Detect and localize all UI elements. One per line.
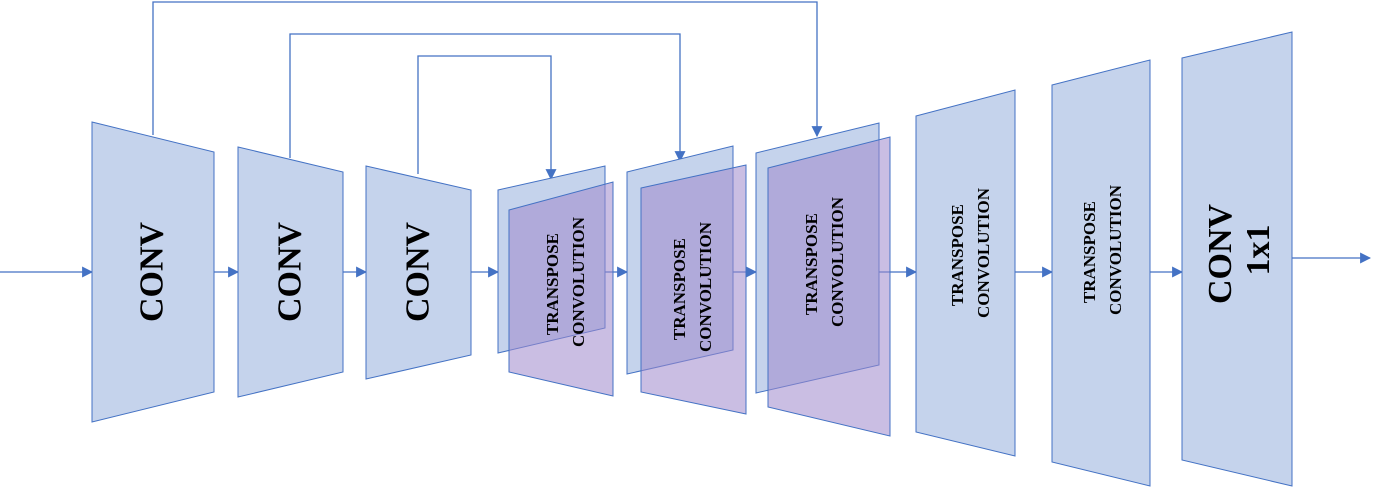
conv-block-1: CONV <box>91 121 215 423</box>
transpose-conv-block-5-label: TRANSPOSE CONVOLUTION <box>1080 184 1125 315</box>
transpose-conv-block-2-label-line2: CONVOLUTION <box>696 221 715 352</box>
transpose-conv-block-2: TRANSPOSE CONVOLUTION <box>626 145 747 415</box>
transpose-conv-block-4-label-line1: TRANSPOSE <box>948 204 967 306</box>
transpose-conv-block-5-label-line1: TRANSPOSE <box>1080 201 1099 303</box>
conv-1x1-block-label-line2: 1x1 <box>1240 225 1277 276</box>
concat-overlay-1 <box>508 181 614 397</box>
transpose-conv-block-2-label-line1: TRANSPOSE <box>670 238 689 340</box>
transpose-conv-block-3: TRANSPOSE CONVOLUTION <box>755 122 891 437</box>
transpose-conv-block-5-label-line2: CONVOLUTION <box>1106 184 1125 315</box>
transpose-conv-block-3-label-line2: CONVOLUTION <box>828 196 847 327</box>
conv-1x1-block-label-line1: CONV <box>1202 203 1239 304</box>
conv-block-3: CONV <box>365 165 472 380</box>
conv-1x1-block: CONV 1x1 <box>1181 31 1293 487</box>
transpose-conv-block-1-label-line1: TRANSPOSE <box>543 233 562 335</box>
conv-block-2: CONV <box>237 146 344 398</box>
transpose-conv-block-1-label-line2: CONVOLUTION <box>569 216 588 347</box>
transpose-conv-block-4-label: TRANSPOSE CONVOLUTION <box>948 187 993 318</box>
skip-connection-outer <box>152 1 823 138</box>
conv-block-2-label: CONV <box>272 222 309 323</box>
transpose-conv-block-4: TRANSPOSE CONVOLUTION <box>915 89 1016 457</box>
transpose-conv-block-3-label: TRANSPOSE CONVOLUTION <box>802 196 847 327</box>
skip-connection-middle <box>289 33 686 163</box>
transpose-conv-block-2-label: TRANSPOSE CONVOLUTION <box>670 221 715 352</box>
transpose-conv-block-4-label-line2: CONVOLUTION <box>974 187 993 318</box>
transpose-conv-block-1: TRANSPOSE CONVOLUTION <box>497 165 614 397</box>
conv-1x1-block-label: CONV 1x1 <box>1202 196 1277 304</box>
skip-connection-inner <box>417 55 557 181</box>
transpose-conv-block-3-label-line1: TRANSPOSE <box>802 213 821 315</box>
concat-overlay-2 <box>640 164 747 415</box>
transpose-conv-block-1-label: TRANSPOSE CONVOLUTION <box>543 216 588 347</box>
conv-block-3-label: CONV <box>400 222 437 323</box>
transpose-conv-block-5: TRANSPOSE CONVOLUTION <box>1051 59 1151 487</box>
concat-overlay-3 <box>767 136 891 437</box>
conv-block-1-label: CONV <box>134 222 171 323</box>
